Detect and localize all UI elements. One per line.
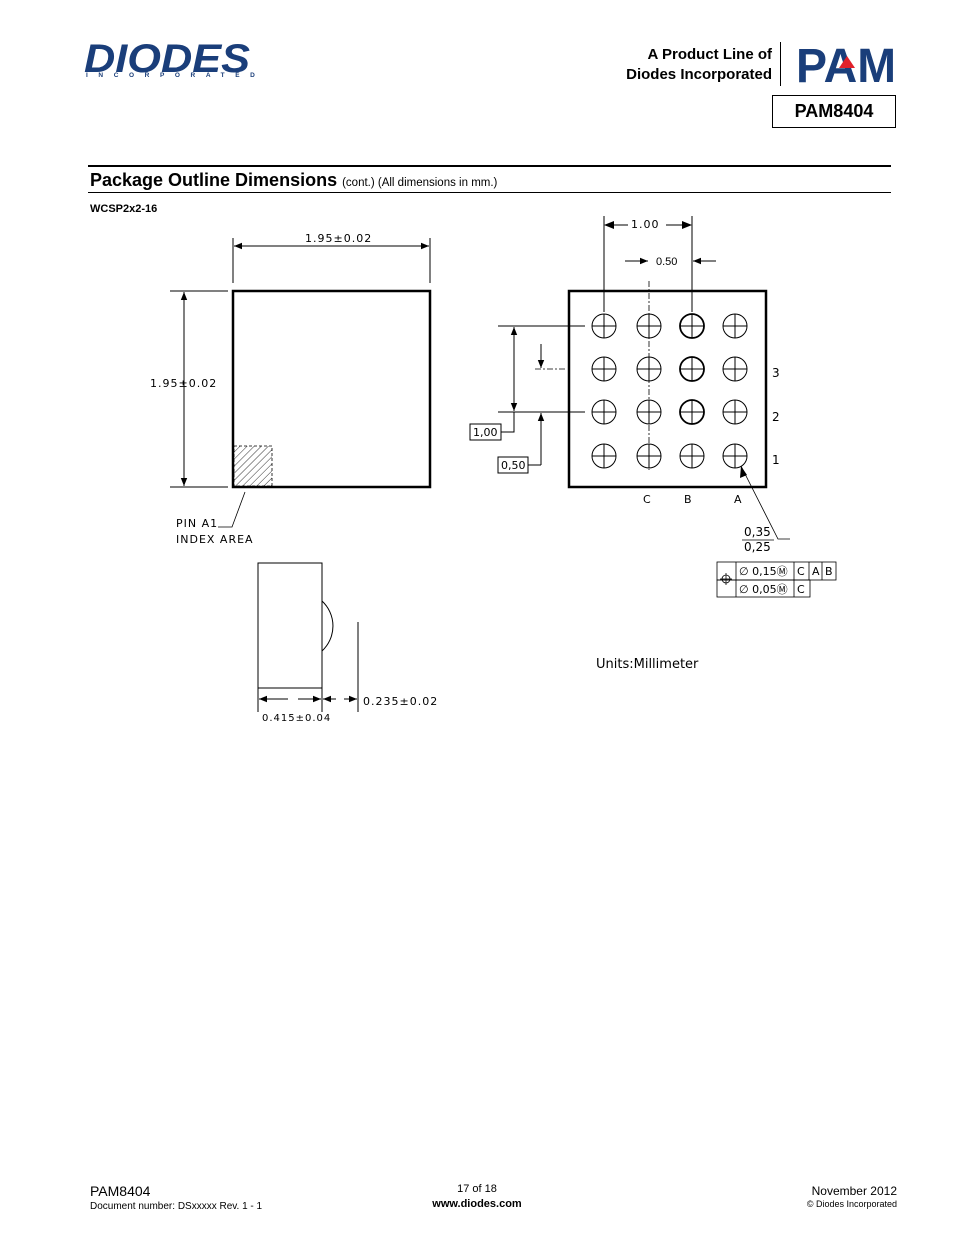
left-height-label: 1.95±0.02 — [150, 377, 217, 390]
row-label-3: 3 — [772, 366, 780, 380]
ball-height-label: 0.235±0.02 — [363, 695, 438, 708]
row-offset-box — [497, 456, 529, 474]
solder-ball — [679, 356, 705, 382]
pitch-outer-label: 1.00 — [631, 218, 660, 231]
diodes-logo-text: DIODES — [84, 38, 250, 81]
part-number-box: PAM8404 — [772, 95, 896, 128]
solder-ball — [636, 399, 662, 425]
col-label-b: B — [684, 493, 692, 506]
tol-row1-value: ∅ 0,15Ⓜ — [739, 565, 788, 578]
pitch-inner-label: 0.50 — [656, 256, 677, 268]
tol-row1-datum-a: A — [812, 565, 820, 578]
row-label-2: 2 — [772, 410, 780, 424]
tol-row1-datum-c: C — [797, 565, 805, 578]
section-subtitle: (cont.) (All dimensions in mm.) — [342, 177, 498, 189]
row-pitch-box — [469, 423, 502, 441]
ball-dia-leader — [740, 465, 790, 540]
tol-row2-datum-c: C — [797, 583, 805, 596]
solder-ball — [591, 313, 617, 339]
pin-a1-label: PIN A1 — [176, 517, 218, 530]
diodes-logo: DIODES — [84, 38, 250, 81]
solder-ball — [636, 443, 662, 469]
pin-a1-label-2: INDEX AREA — [176, 533, 254, 546]
solder-ball — [679, 443, 705, 469]
footer-website-link[interactable]: www.diodes.com — [432, 1198, 522, 1210]
top-view-outline — [231, 289, 432, 489]
ball-dia-max: 0,35 — [744, 525, 771, 539]
solder-ball — [679, 399, 705, 425]
solder-ball — [636, 313, 662, 339]
side-view-ball — [321, 600, 334, 652]
product-line-label: A Product Line of — [647, 46, 772, 63]
units-label: Units:Millimeter — [596, 657, 699, 672]
pin-a1-index-area — [233, 445, 273, 487]
pam-logo-accent — [839, 56, 855, 68]
solder-ball — [679, 313, 705, 339]
footer-date: November 2012 — [811, 1184, 897, 1198]
section-title-text: Package Outline Dimensions — [90, 170, 338, 190]
side-thickness-label: 0.415±0.04 — [262, 713, 331, 724]
pam-logo: PAM — [796, 42, 896, 86]
tolerance-frame — [716, 561, 837, 598]
product-line-company: Diodes Incorporated — [626, 66, 772, 83]
solder-ball — [722, 443, 748, 469]
section-rule-top — [88, 165, 891, 167]
col-label-a: A — [734, 493, 742, 506]
ball-grid — [591, 313, 748, 469]
bottom-view-outline — [567, 289, 768, 489]
section-title: Package Outline Dimensions (cont.) (All … — [90, 170, 497, 191]
footer-part-number: PAM8404 — [90, 1183, 151, 1199]
solder-ball — [722, 313, 748, 339]
row-offset-label: 0,50 — [501, 459, 526, 472]
side-view-body — [257, 562, 323, 689]
col-label-c: C — [643, 493, 651, 506]
solder-ball — [591, 399, 617, 425]
solder-ball — [722, 399, 748, 425]
solder-ball — [722, 356, 748, 382]
solder-ball — [636, 356, 662, 382]
solder-ball — [591, 443, 617, 469]
tol-row2-value: ∅ 0,05Ⓜ — [739, 583, 788, 596]
top-width-label: 1.95±0.02 — [305, 232, 372, 245]
tol-row1-datum-b: B — [825, 565, 833, 578]
footer-document-number: Document number: DSxxxxx Rev. 1 - 1 — [90, 1201, 263, 1212]
solder-ball — [591, 356, 617, 382]
footer-copyright: © Diodes Incorporated — [806, 1199, 897, 1209]
ball-dia-min: 0,25 — [744, 540, 771, 554]
diodes-logo-subtext: INCORPORATED — [86, 72, 266, 79]
package-name: WCSP2x2-16 — [90, 203, 158, 215]
section-rule-bottom — [88, 192, 891, 193]
pin-a1-leader — [218, 491, 246, 528]
row-label-1: 1 — [772, 453, 780, 467]
header-divider — [780, 42, 781, 86]
footer-page-number: 17 of 18 — [457, 1183, 497, 1195]
row-pitch-label: 1,00 — [473, 426, 498, 439]
